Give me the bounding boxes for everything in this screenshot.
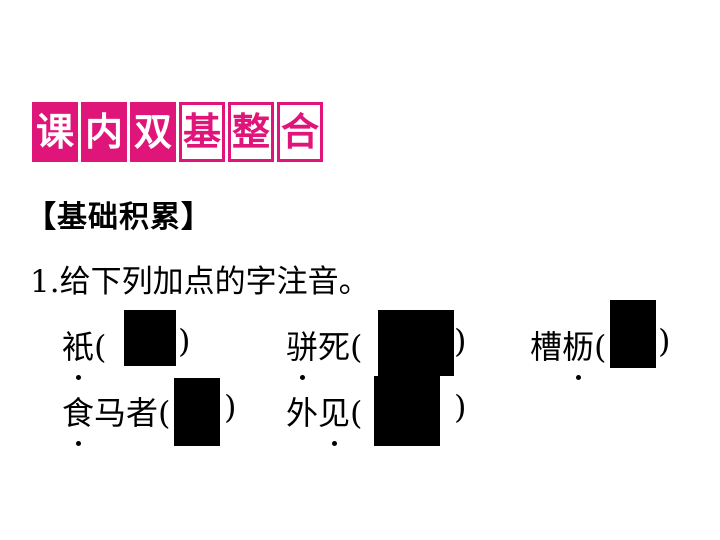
- item-1-dotted-char: 衹: [62, 322, 94, 380]
- pinyin-item-3: 槽枥(: [530, 322, 607, 380]
- item-4-suffix: 马者(: [94, 394, 171, 432]
- answer-redaction-3: [610, 300, 656, 368]
- question-text: 给下列加点的字注音。: [59, 264, 370, 300]
- banner-char-zheng: 整: [228, 102, 274, 162]
- item-2-dotted-char: 骈: [286, 322, 318, 380]
- item-5-prefix: 外: [286, 394, 319, 432]
- item-1-suffix: (: [94, 328, 107, 366]
- answer-redaction-2: [378, 310, 454, 376]
- banner-char-shuang: 双: [130, 102, 176, 162]
- question-number: 1.: [30, 264, 60, 300]
- item-4-close-paren: ): [224, 388, 237, 426]
- section-heading: 【基础积累】: [26, 200, 212, 235]
- answer-redaction-4: [174, 378, 220, 446]
- item-4-dotted-char: 食: [62, 388, 94, 446]
- item-3-dotted-char: 枥: [562, 322, 594, 380]
- item-3-close-paren: ): [658, 322, 671, 360]
- item-2-close-paren: ): [454, 322, 467, 360]
- section-banner: 课 内 双 基 整 合: [32, 102, 323, 162]
- item-5-suffix: (: [350, 394, 363, 432]
- item-3-prefix: 槽: [530, 328, 563, 366]
- item-1-close-paren: ): [178, 322, 191, 360]
- answer-redaction-5: [374, 376, 440, 446]
- banner-char-ke: 课: [32, 102, 78, 162]
- question-line: 1.给下列加点的字注音。: [30, 256, 370, 301]
- item-5-dotted-char: 见: [318, 388, 350, 446]
- banner-char-nei: 内: [81, 102, 127, 162]
- item-2-suffix: 死(: [318, 328, 363, 366]
- answer-redaction-1: [124, 310, 176, 366]
- banner-char-ji: 基: [179, 102, 225, 162]
- item-3-suffix: (: [594, 328, 607, 366]
- pinyin-item-1: 衹(: [62, 322, 107, 380]
- pinyin-item-5: 外见(: [286, 388, 363, 446]
- banner-char-he: 合: [277, 102, 323, 162]
- pinyin-item-2: 骈死(: [286, 322, 363, 380]
- item-5-close-paren: ): [454, 388, 467, 426]
- pinyin-item-4: 食马者(: [62, 388, 171, 446]
